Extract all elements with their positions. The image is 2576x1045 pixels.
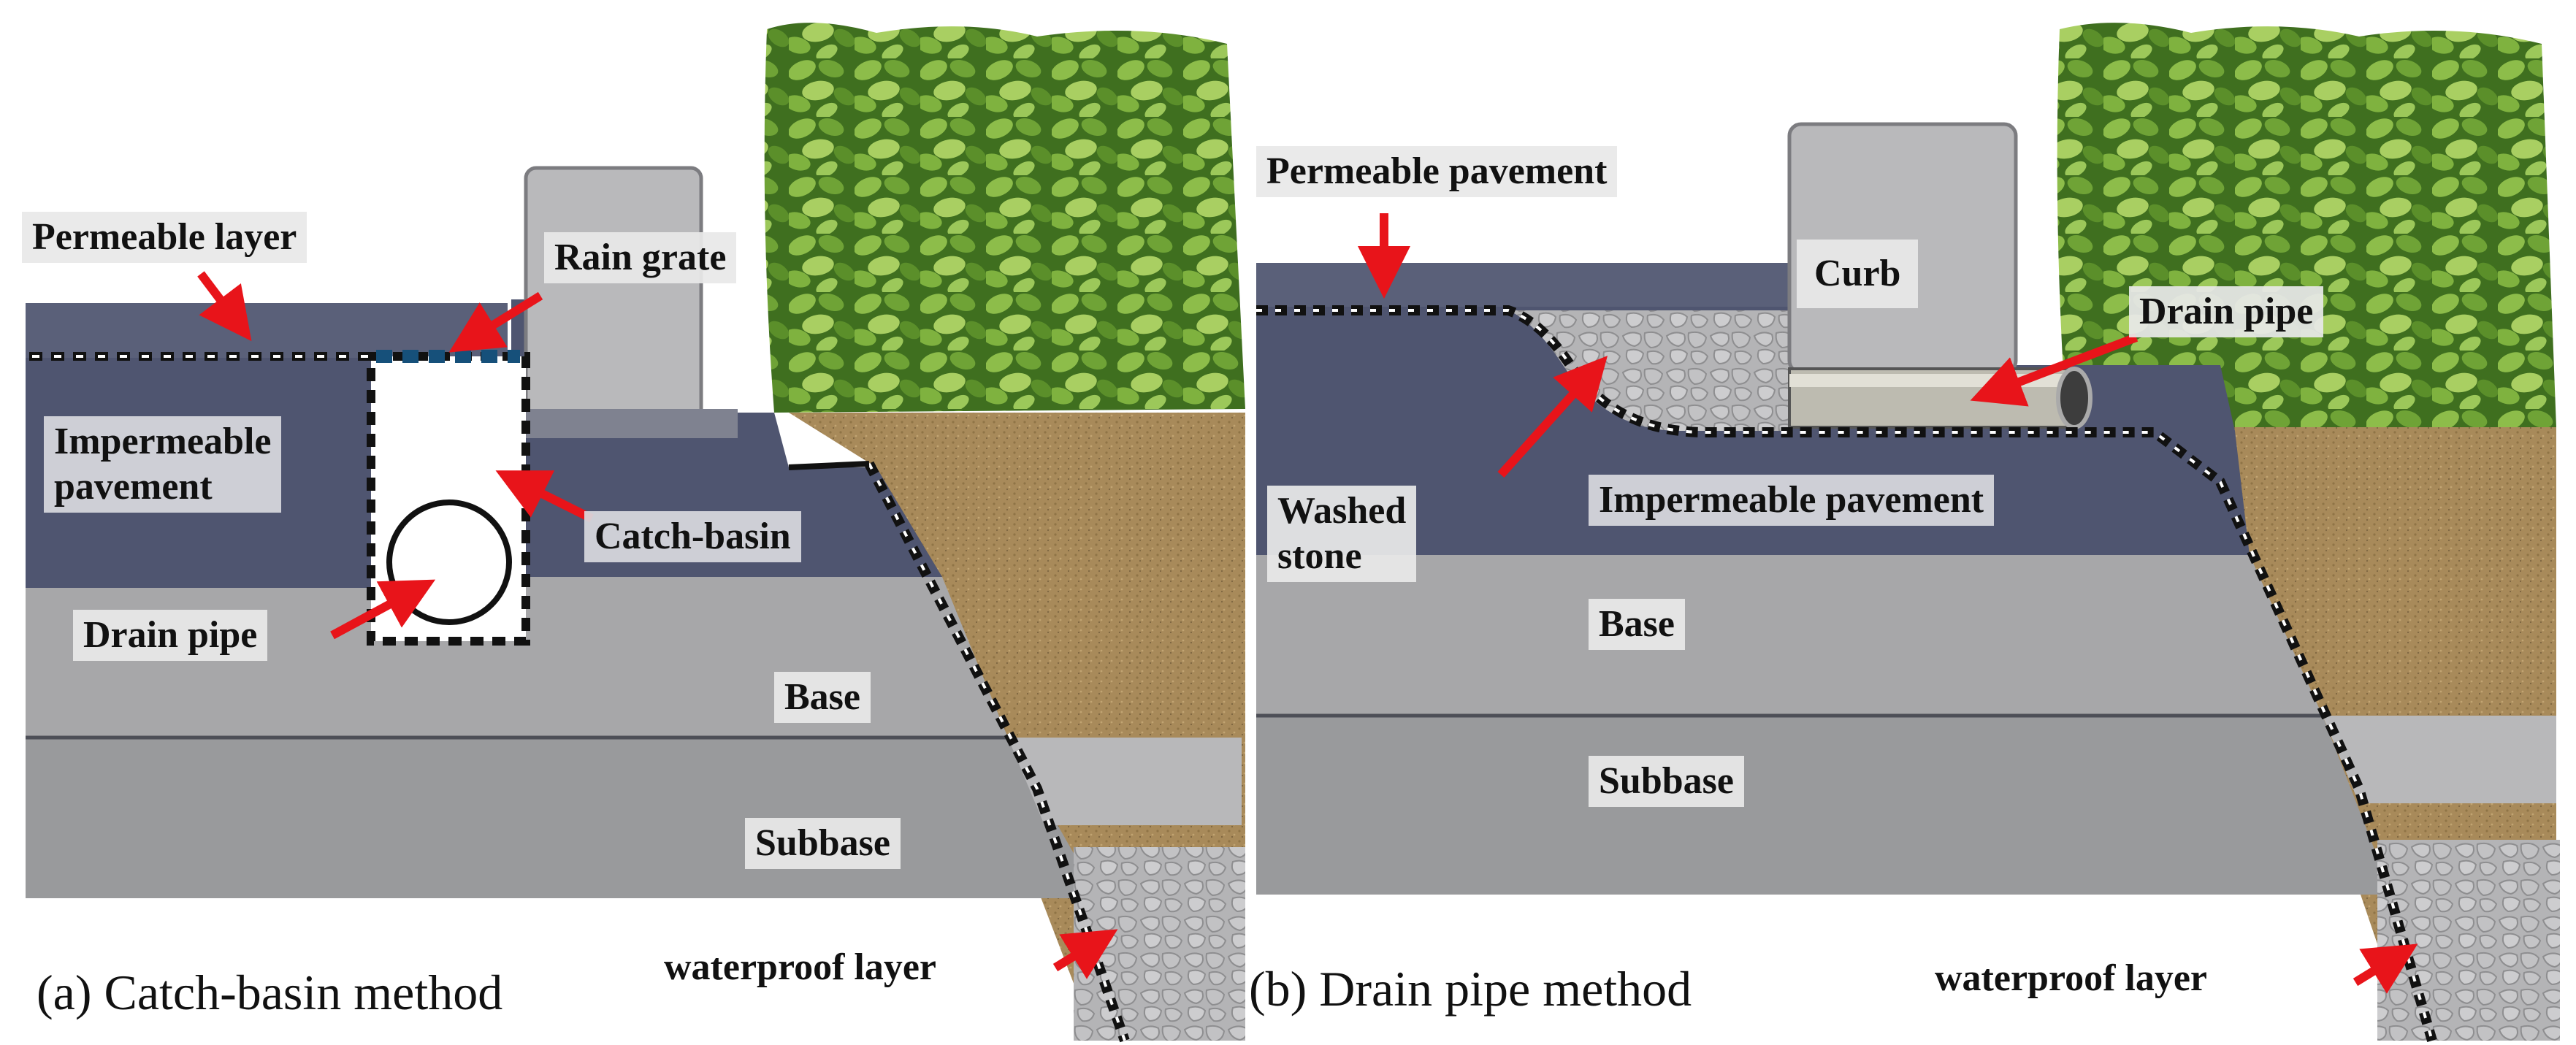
arrow-rain-grate bbox=[448, 291, 543, 353]
base-layer bbox=[26, 577, 1008, 738]
pavement-layer bbox=[26, 299, 942, 577]
subbase-layer bbox=[26, 738, 1099, 898]
label-catch-basin: Catch-basin bbox=[584, 511, 801, 562]
label-impermeable-pavement-a: Impermeable pavement bbox=[44, 416, 282, 513]
drain-pipe-b bbox=[1788, 367, 2092, 429]
drain-pipe-circle bbox=[386, 499, 512, 625]
arrow-waterproof-b bbox=[2353, 943, 2418, 994]
arrow-drain-pipe-a bbox=[330, 579, 436, 640]
label-rain-grate: Rain grate bbox=[544, 232, 737, 283]
label-permeable-pavement: Permeable pavement bbox=[1256, 146, 1618, 197]
washed-stone bbox=[1508, 310, 1789, 431]
arrow-washed-stone bbox=[1497, 356, 1608, 478]
base-layer-b bbox=[1256, 555, 2323, 716]
label-base-b: Base bbox=[1589, 599, 1685, 650]
label-subbase-a: Subbase bbox=[745, 818, 901, 869]
arrow-permeable-layer bbox=[197, 271, 252, 342]
label-permeable-layer: Permeable layer bbox=[22, 212, 307, 263]
arrow-waterproof-a bbox=[1052, 929, 1118, 979]
arrow-drain-pipe-b bbox=[1970, 333, 2139, 407]
curb-a bbox=[524, 166, 703, 433]
callout-arrows bbox=[197, 213, 2418, 994]
label-base-a: Base bbox=[774, 672, 871, 723]
panel-a bbox=[26, 23, 1245, 1043]
label-waterproof-layer-b: waterproof layer bbox=[1925, 953, 2218, 1004]
label-waterproof-layer-a: waterproof layer bbox=[654, 942, 947, 993]
label-impermeable-pavement-b: Impermeable pavement bbox=[1589, 475, 1995, 526]
hedge-foliage bbox=[764, 23, 1245, 413]
label-washed-stone: Washed stone bbox=[1267, 486, 1417, 582]
arrow-catch-basin bbox=[495, 470, 594, 523]
caption-panel-a: (a) Catch-basin method bbox=[37, 965, 503, 1020]
caption-panel-b: (b) Drain pipe method bbox=[1249, 961, 1692, 1017]
subbase-layer-b bbox=[1256, 716, 2392, 895]
label-curb: Curb bbox=[1797, 240, 1919, 308]
label-drain-pipe-b: Drain pipe bbox=[2129, 286, 2324, 337]
label-drain-pipe-a: Drain pipe bbox=[73, 610, 268, 661]
panel-b bbox=[1250, 0, 2560, 1045]
label-subbase-b: Subbase bbox=[1589, 756, 1744, 807]
